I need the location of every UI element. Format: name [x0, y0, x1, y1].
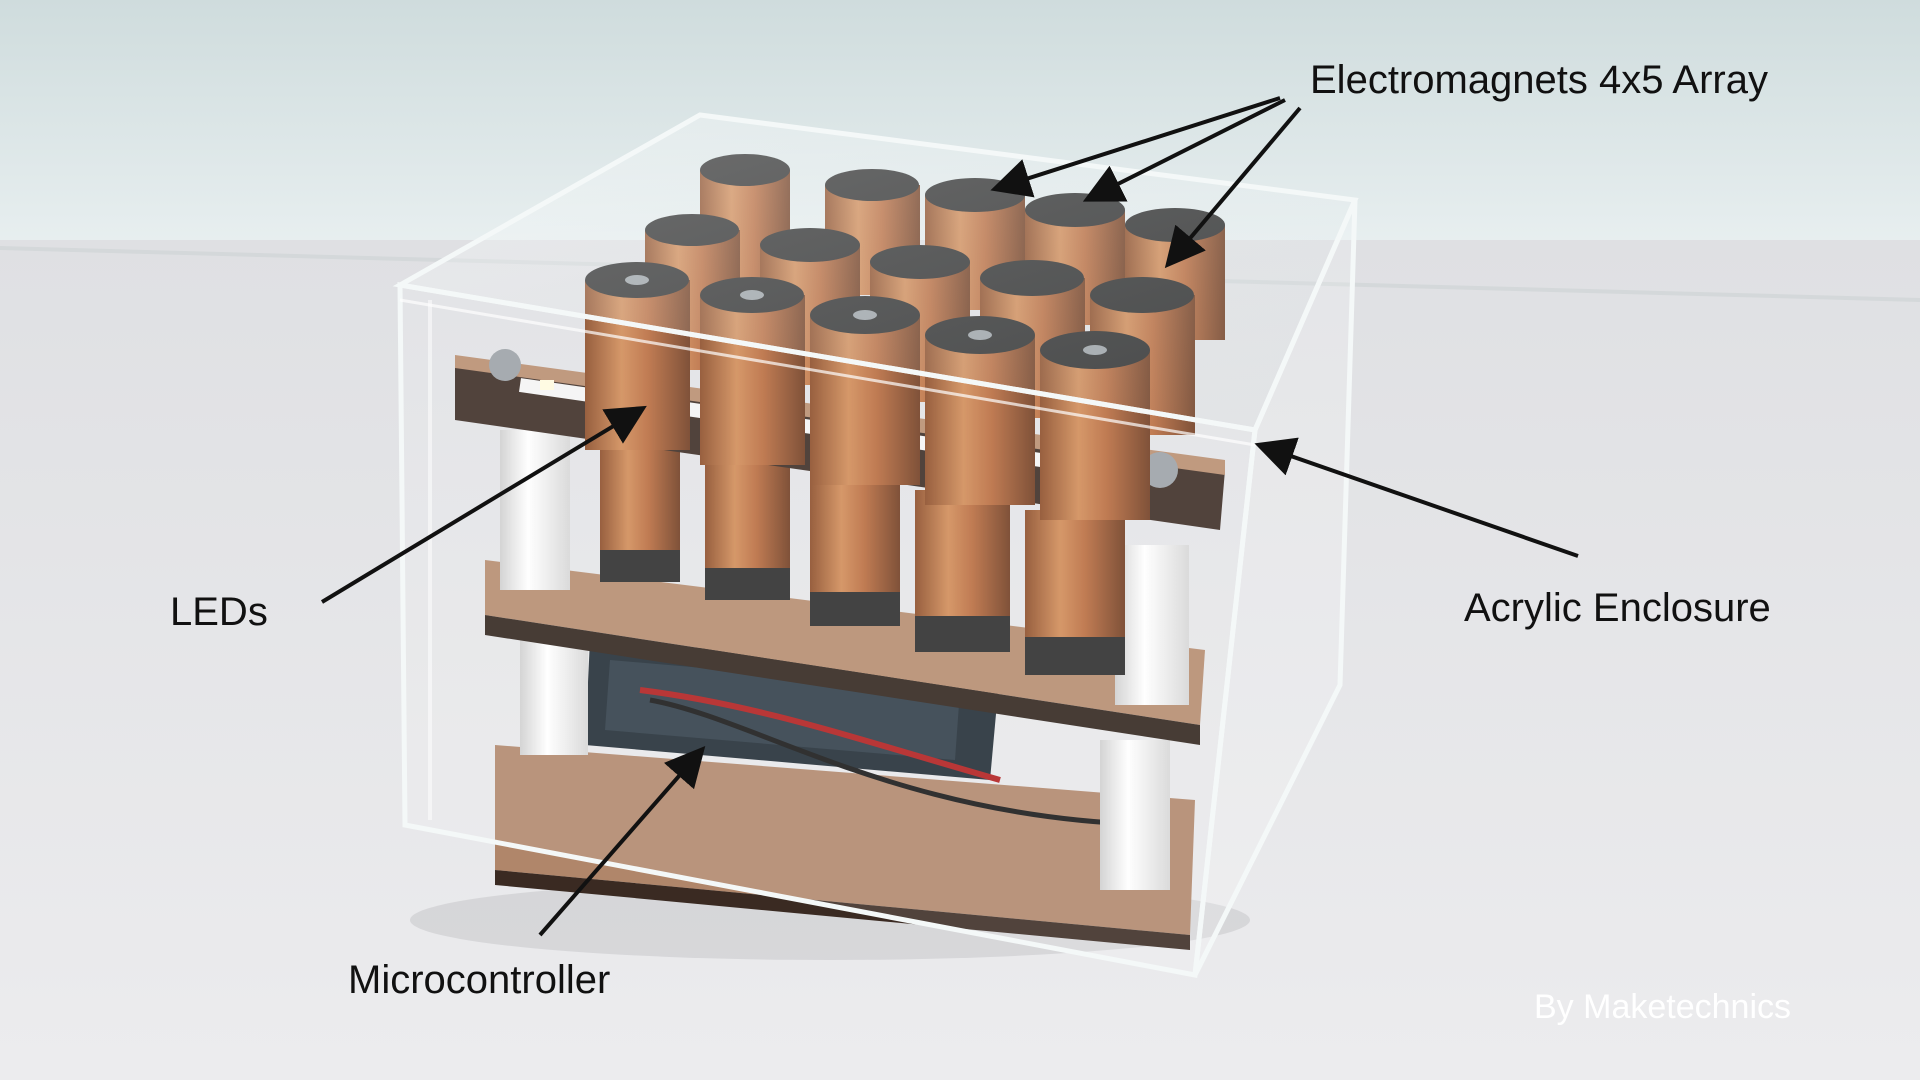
standoff-front-right-middle [1115, 545, 1189, 705]
arrow-microcontroller [538, 745, 706, 937]
middle-board [485, 560, 1205, 745]
label-acrylic-enclosure: Acrylic Enclosure [1464, 586, 1771, 630]
acrylic-enclosure [392, 112, 1359, 978]
coil-array-lower [600, 430, 1125, 675]
label-electromagnets: Electromagnets 4x5 Array [1310, 58, 1768, 102]
arrow-electromagnets-2 [1082, 98, 1286, 202]
standoff-front-left-middle [500, 430, 570, 590]
arrow-leds [320, 405, 647, 604]
bolt-right [1142, 452, 1178, 488]
bolt-left [489, 349, 521, 381]
arrow-acrylic [1254, 437, 1579, 558]
standoff-front-right-lower [1100, 740, 1170, 890]
label-microcontroller: Microcontroller [348, 958, 611, 1002]
arrow-electromagnets-1 [990, 96, 1281, 198]
arrow-electromagnets-3 [1164, 106, 1302, 269]
led-1 [540, 380, 554, 390]
annotation-arrows [320, 96, 1579, 937]
label-leds: LEDs [170, 590, 268, 634]
credit-watermark: By Maketechnics [1534, 988, 1791, 1026]
